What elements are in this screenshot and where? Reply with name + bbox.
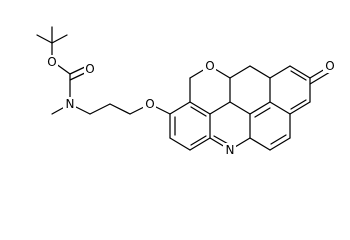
bond: [190, 106, 207, 117]
bond: [290, 70, 307, 81]
bond: [249, 65, 271, 79]
bond: [290, 99, 307, 110]
bond: [269, 101, 291, 115]
bond: [270, 134, 287, 145]
bond: [169, 137, 191, 151]
bond: [36, 34, 53, 44]
bond: [249, 101, 271, 115]
bond: [169, 101, 191, 115]
bond: [249, 137, 271, 151]
bond: [189, 137, 211, 151]
bond: [289, 101, 311, 115]
chemical-structure: O O N O O O N: [36, 26, 336, 157]
amine-nitrogen-label: N: [66, 97, 75, 111]
bond: [229, 65, 251, 79]
bond: [269, 137, 291, 151]
bond: [190, 135, 207, 146]
bond: [89, 103, 111, 115]
bond: [189, 101, 211, 115]
ketone-oxygen-label: O: [325, 59, 334, 73]
bond: [289, 65, 311, 79]
bond: [51, 34, 68, 44]
bond: [254, 107, 271, 118]
bond: [109, 103, 131, 115]
ester-oxygen-label: O: [47, 55, 56, 69]
ether-oxygen-label: O: [145, 97, 154, 111]
ring-oxygen-label: O: [205, 59, 214, 73]
carbonyl-oxygen-label: O: [85, 62, 94, 76]
bond: [269, 65, 291, 79]
ring-nitrogen-label: N: [226, 143, 235, 157]
bond: [209, 101, 231, 115]
bonds: [36, 26, 331, 151]
bond: [309, 71, 331, 85]
bond: [229, 101, 251, 115]
atom-labels: O O N O O O N: [45, 55, 336, 157]
